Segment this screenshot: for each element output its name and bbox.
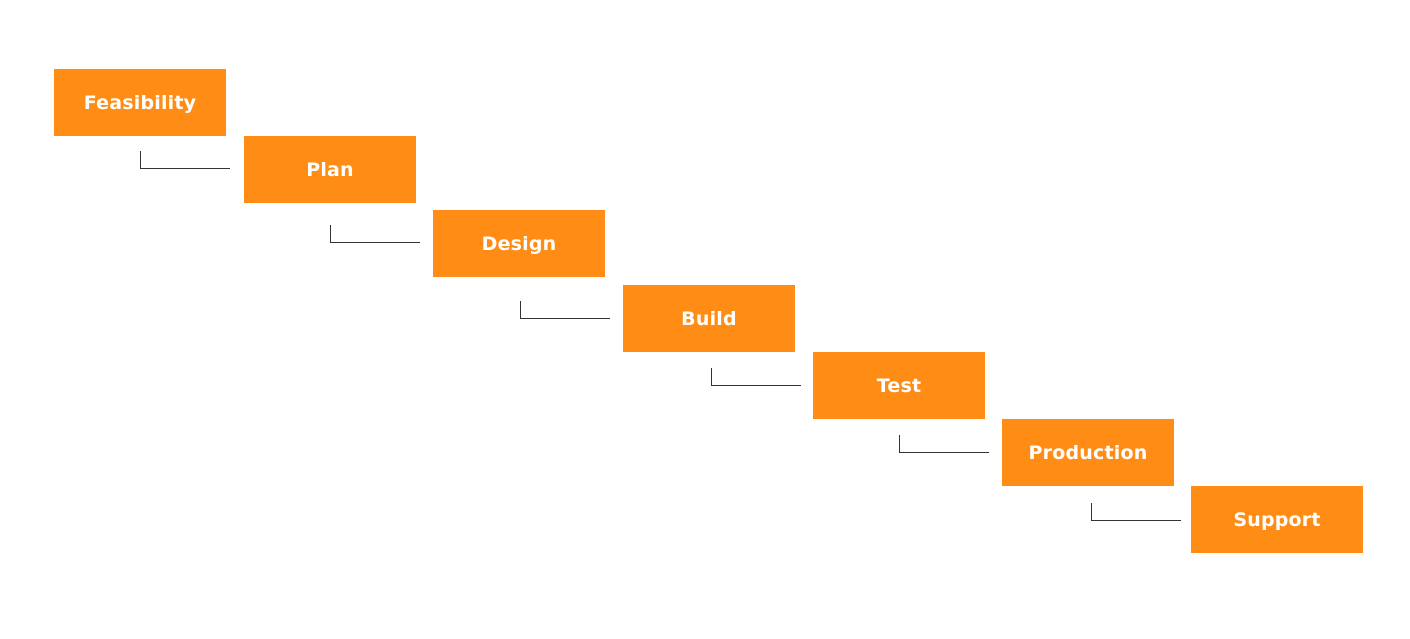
stage-label: Support <box>1233 508 1321 531</box>
stage-label: Production <box>1028 441 1148 464</box>
stage-test: Test <box>813 352 985 419</box>
stage-connector <box>140 151 230 169</box>
stage-connector <box>1091 503 1181 521</box>
stage-label: Design <box>481 232 557 255</box>
stage-connector <box>899 435 989 453</box>
stage-plan: Plan <box>244 136 416 203</box>
stage-build: Build <box>623 285 795 352</box>
stage-connector <box>330 225 420 243</box>
stage-label: Feasibility <box>83 91 197 114</box>
stage-connector <box>520 301 610 319</box>
stage-support: Support <box>1191 486 1363 553</box>
stage-design: Design <box>433 210 605 277</box>
stage-label: Test <box>876 374 922 397</box>
stage-connector <box>711 368 801 386</box>
stage-production: Production <box>1002 419 1174 486</box>
stage-label: Build <box>681 307 737 330</box>
stage-feasibility: Feasibility <box>54 69 226 136</box>
stage-label: Plan <box>306 158 354 181</box>
